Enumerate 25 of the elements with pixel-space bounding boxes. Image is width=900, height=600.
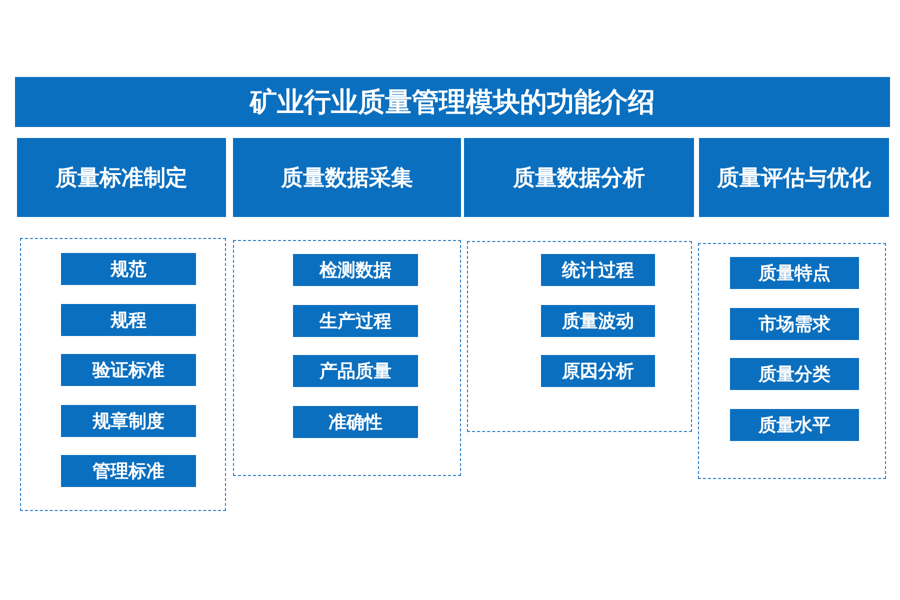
item-box: 规程 [61, 304, 196, 336]
item-box: 准确性 [293, 406, 418, 438]
item-box: 产品质量 [293, 355, 418, 387]
category-header: 质量数据分析 [464, 138, 694, 217]
dashed-group-box [698, 243, 886, 479]
category-header: 质量标准制定 [17, 138, 226, 217]
dashed-group-box [20, 238, 226, 511]
dashed-group-box [233, 240, 461, 476]
item-box: 生产过程 [293, 304, 418, 336]
category-header: 质量数据采集 [233, 138, 461, 217]
item-box: 规范 [61, 253, 196, 285]
item-box: 管理标准 [61, 455, 196, 487]
item-box: 检测数据 [293, 254, 418, 286]
item-box: 原因分析 [541, 355, 655, 388]
item-box: 验证标准 [61, 354, 196, 386]
item-box: 规章制度 [61, 404, 196, 436]
item-box: 质量波动 [541, 304, 655, 337]
item-box: 统计过程 [541, 254, 655, 286]
dashed-group-box [467, 241, 692, 432]
item-box: 质量分类 [730, 358, 859, 390]
item-box: 质量水平 [730, 408, 859, 440]
item-box: 质量特点 [730, 257, 859, 289]
category-header: 质量评估与优化 [699, 138, 889, 217]
title-banner: 矿业行业质量管理模块的功能介绍 [15, 77, 890, 127]
item-box: 市场需求 [730, 308, 859, 340]
